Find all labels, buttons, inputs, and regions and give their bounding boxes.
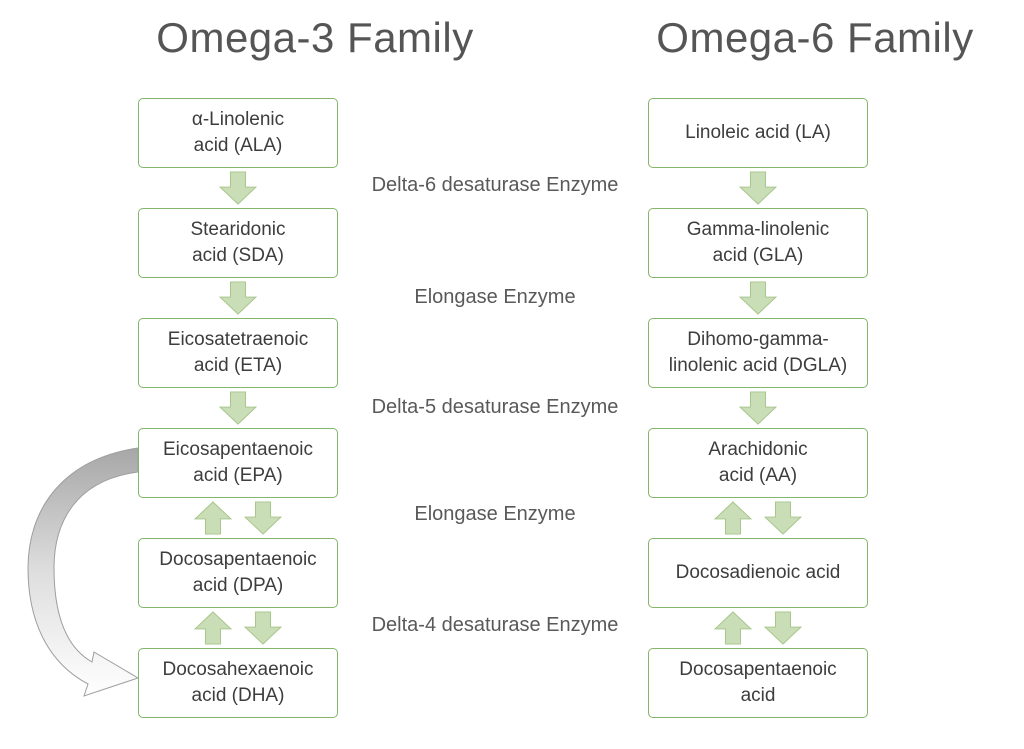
node-dpa: Docosapentaenoic acid (DPA)	[138, 538, 338, 608]
epa-to-dha-bypass-arrow-icon	[22, 442, 140, 705]
up-arrow-icon	[194, 611, 232, 645]
node-sda: Stearidonic acid (SDA)	[138, 208, 338, 278]
node-aa: Arachidonic acid (AA)	[648, 428, 868, 498]
arrow-aa-docosadienoic	[648, 500, 868, 536]
down-arrow-icon	[219, 281, 257, 315]
enzyme-label-delta5-desaturase: Delta-5 desaturase Enzyme	[371, 396, 619, 418]
down-arrow-icon	[764, 611, 802, 645]
arrow-dpa-dha	[138, 610, 338, 646]
down-arrow-icon	[739, 281, 777, 315]
node-gla: Gamma-linolenic acid (GLA)	[648, 208, 868, 278]
omega6-family-title: Omega-6 Family	[656, 14, 974, 61]
down-arrow-icon	[219, 391, 257, 425]
arrow-la-gla	[648, 170, 868, 206]
node-docosapentaenoic-n6: Docosapentaenoic acid	[648, 648, 868, 718]
enzyme-label-elongase-2: Elongase Enzyme	[414, 503, 576, 525]
node-eta: Eicosatetraenoic acid (ETA)	[138, 318, 338, 388]
enzyme-label-elongase-1: Elongase Enzyme	[414, 286, 576, 308]
down-arrow-icon	[739, 171, 777, 205]
node-docosadienoic: Docosadienoic acid	[648, 538, 868, 608]
node-ala: α-Linolenic acid (ALA)	[138, 98, 338, 168]
down-arrow-icon	[219, 171, 257, 205]
omega3-family-title: Omega-3 Family	[156, 14, 474, 61]
arrow-docosadienoic-docosapentaenoic	[648, 610, 868, 646]
down-arrow-icon	[244, 611, 282, 645]
arrow-sda-eta	[138, 280, 338, 316]
arrow-gla-dgla	[648, 280, 868, 316]
arrow-eta-epa	[138, 390, 338, 426]
node-epa: Eicosapentaenoic acid (EPA)	[138, 428, 338, 498]
node-dha: Docosahexaenoic acid (DHA)	[138, 648, 338, 718]
enzyme-label-delta6-desaturase: Delta-6 desaturase Enzyme	[371, 174, 619, 196]
arrow-dgla-aa	[648, 390, 868, 426]
arrow-epa-dpa	[138, 500, 338, 536]
down-arrow-icon	[244, 501, 282, 535]
up-arrow-icon	[714, 501, 752, 535]
up-arrow-icon	[194, 501, 232, 535]
up-arrow-icon	[714, 611, 752, 645]
enzyme-label-delta4-desaturase: Delta-4 desaturase Enzyme	[371, 614, 619, 636]
node-dgla: Dihomo-gamma- linolenic acid (DGLA)	[648, 318, 868, 388]
arrow-ala-sda	[138, 170, 338, 206]
down-arrow-icon	[739, 391, 777, 425]
node-la: Linoleic acid (LA)	[648, 98, 868, 168]
down-arrow-icon	[764, 501, 802, 535]
